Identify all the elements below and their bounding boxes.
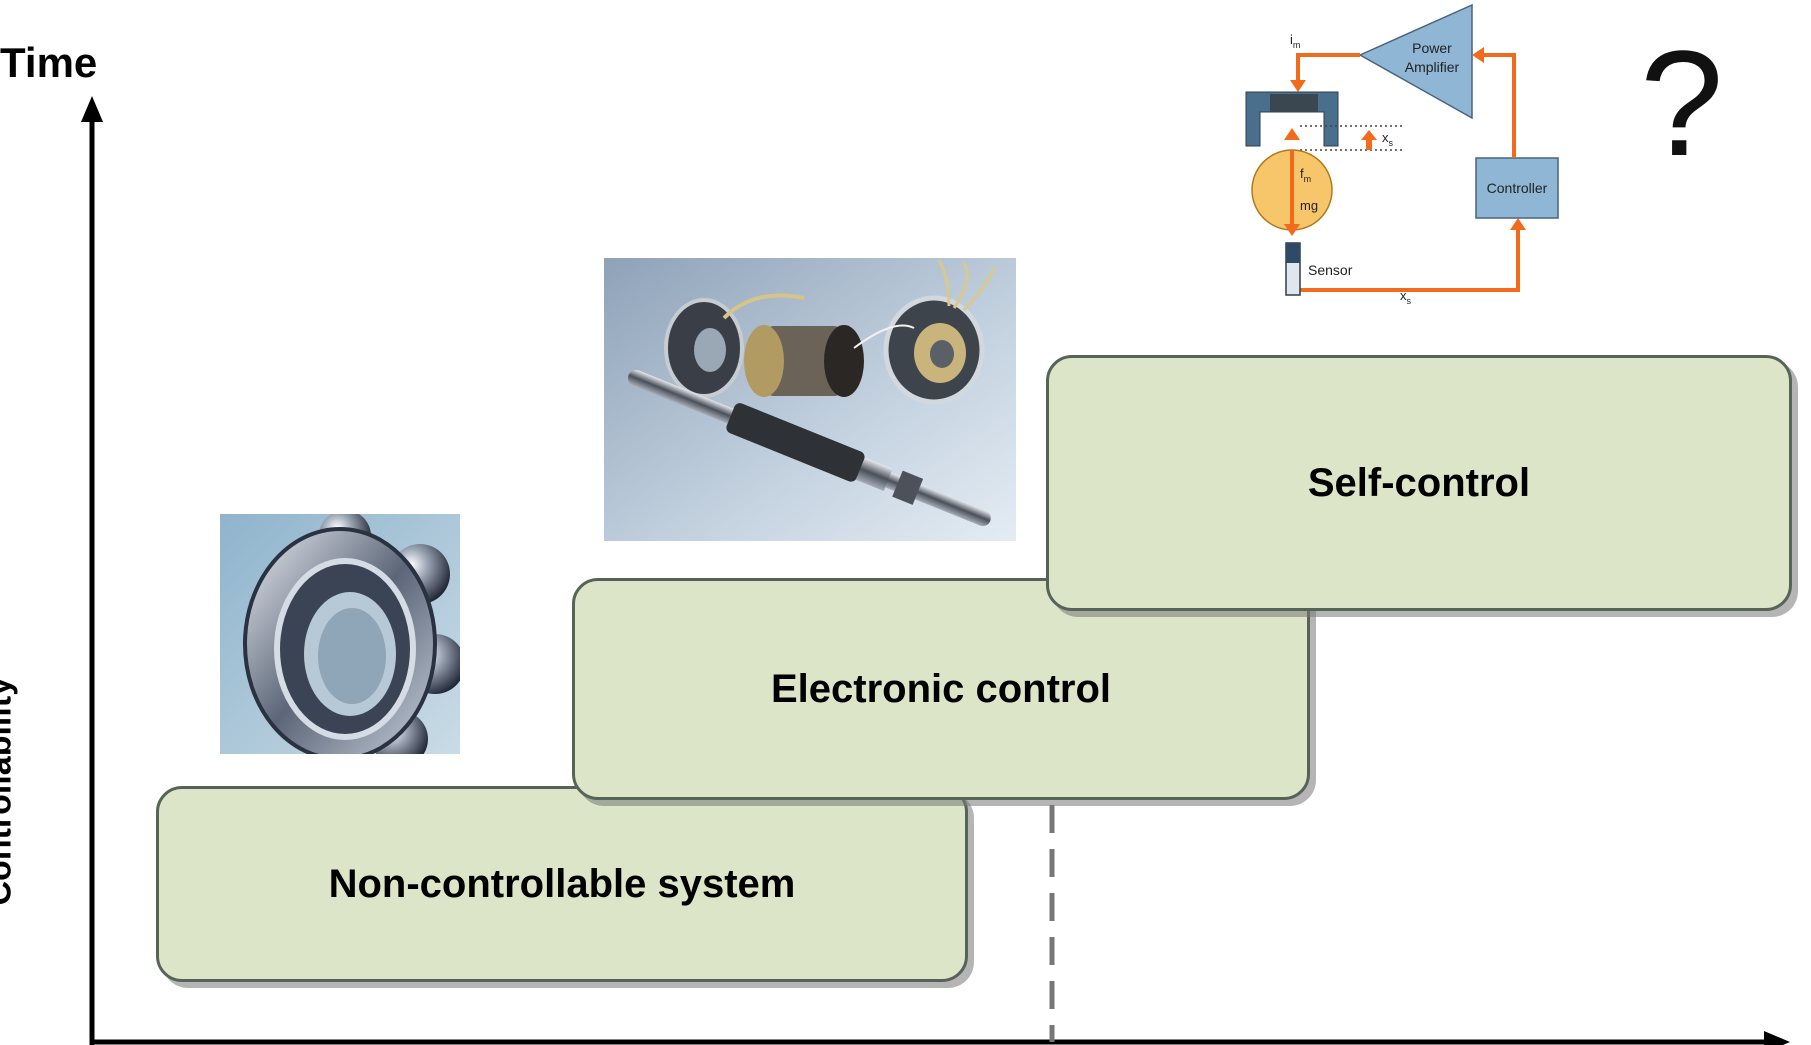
y-axis-arrowhead (81, 96, 103, 122)
power-amplifier-triangle (1358, 3, 1473, 120)
stage-self-control: Self-control (1046, 355, 1792, 611)
power-amplifier-label-1: Power (1412, 40, 1452, 56)
signal-label: xs (1400, 288, 1412, 306)
power-amplifier-label-2: Amplifier (1405, 59, 1460, 75)
x-axis-label: Time (0, 39, 98, 86)
stage-electronic-control: Electronic control (572, 578, 1310, 800)
y-axis-label: Controllability (0, 676, 19, 906)
force-label: fm (1300, 166, 1311, 184)
magnetic-levitation-schematic: Power Amplifier Controller xs fm mg Sens… (1240, 0, 1570, 320)
gap-label: xs (1382, 130, 1394, 148)
stage-non-controllable: Non-controllable system (156, 786, 968, 982)
controller-box (1475, 157, 1559, 219)
x-axis-arrowhead (1764, 1031, 1790, 1045)
magnetic-bearing-spindle-image (604, 258, 1016, 541)
question-mark: ? (1640, 19, 1724, 187)
stage-label: Electronic control (770, 666, 1112, 711)
ball-bearing-image (220, 514, 460, 754)
controller-label: Controller (1487, 180, 1548, 196)
stage-label: Non-controllable system (328, 861, 796, 906)
current-label: im (1290, 32, 1300, 50)
weight-label: mg (1300, 198, 1318, 213)
sensor-label: Sensor (1308, 262, 1353, 278)
stage-label: Self-control (1307, 460, 1531, 505)
